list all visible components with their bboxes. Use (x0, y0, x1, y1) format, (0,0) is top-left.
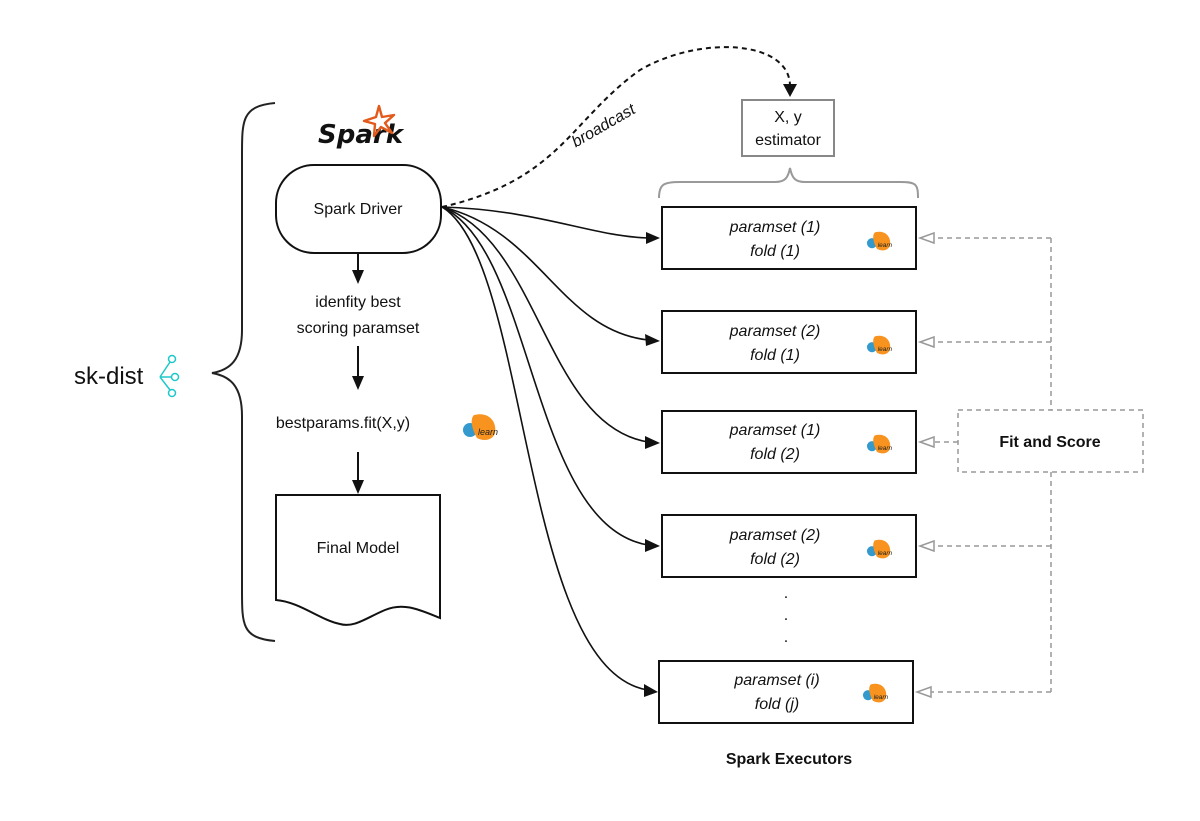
driver-flow-arrows (352, 253, 364, 494)
task-dispatch-arrowheads (644, 232, 660, 697)
identify-best-step-line2: scoring paramset (297, 320, 420, 337)
task-box-5: paramset (i) fold (j) learn (658, 660, 914, 724)
task-dispatch-arrows (441, 206, 649, 691)
spark-executors-title: Spark Executors (726, 751, 852, 768)
more-tasks-ellipsis: . . . (784, 585, 788, 646)
sklearn-icon: learn (862, 683, 889, 703)
svg-text:learn: learn (878, 346, 893, 353)
svg-text:fold (j): fold (j) (755, 696, 799, 713)
final-model-label: Final Model (317, 540, 400, 557)
driver-group-brace (211, 102, 276, 642)
svg-text:.: . (784, 607, 788, 624)
sklearn-logo: learn (463, 414, 498, 441)
task-box-4: paramset (2) fold (2) learn (661, 514, 917, 578)
final-model-document (275, 494, 441, 626)
fit-and-score-label: Fit and Score (999, 434, 1100, 451)
svg-text:paramset (1): paramset (1) (729, 219, 821, 236)
broadcast-data-box (741, 99, 835, 157)
svg-text:learn: learn (878, 445, 893, 452)
svg-text:fold (1): fold (1) (750, 243, 800, 260)
sklearn-icon: learn (866, 434, 893, 454)
identify-best-step-line1: idenfity best (315, 294, 401, 311)
spark-driver-label: Spark Driver (314, 201, 404, 218)
broadcast-edge (441, 46, 791, 208)
sklearn-icon: learn (866, 231, 893, 251)
svg-text:paramset (i): paramset (i) (733, 672, 819, 689)
fit-score-feedback-lines (930, 237, 1052, 693)
svg-text:fold (2): fold (2) (750, 446, 800, 463)
svg-text:.: . (784, 585, 788, 602)
fit-score-feedback-arrowheads (914, 231, 935, 699)
spark-logo-text: Spark (318, 120, 405, 150)
svg-text:fold (2): fold (2) (750, 551, 800, 568)
svg-text:learn: learn (874, 694, 889, 701)
svg-text:paramset (1): paramset (1) (729, 422, 821, 439)
broadcast-data-line1: X, y (774, 109, 802, 126)
bestparams-fit-step: bestparams.fit(X,y) (276, 415, 410, 432)
spark-logo: Spark (318, 104, 405, 150)
task-box-2: paramset (2) fold (1) learn (661, 310, 917, 374)
task-box-1: paramset (1) fold (1) learn (661, 206, 917, 270)
svg-text:fold (1): fold (1) (750, 347, 800, 364)
svg-text:learn: learn (478, 427, 498, 437)
sklearn-icon: learn (866, 335, 893, 355)
task-box-3: paramset (1) fold (2) learn (661, 410, 917, 474)
spark-star-icon (362, 104, 396, 138)
svg-text:learn: learn (878, 242, 893, 249)
sk-dist-logo: sk-dist (74, 354, 180, 398)
sk-dist-logo-text: sk-dist (74, 363, 144, 390)
broadcast-arrowhead (783, 84, 797, 97)
svg-text:.: . (784, 629, 788, 646)
svg-text:learn: learn (878, 550, 893, 557)
svg-text:paramset (2): paramset (2) (729, 323, 821, 340)
fit-and-score-box (957, 409, 1144, 473)
sklearn-icon: learn (866, 539, 893, 559)
svg-text:paramset (2): paramset (2) (729, 527, 821, 544)
executors-top-brace (658, 167, 919, 199)
network-icon (159, 354, 180, 398)
broadcast-data-line2: estimator (755, 132, 821, 149)
